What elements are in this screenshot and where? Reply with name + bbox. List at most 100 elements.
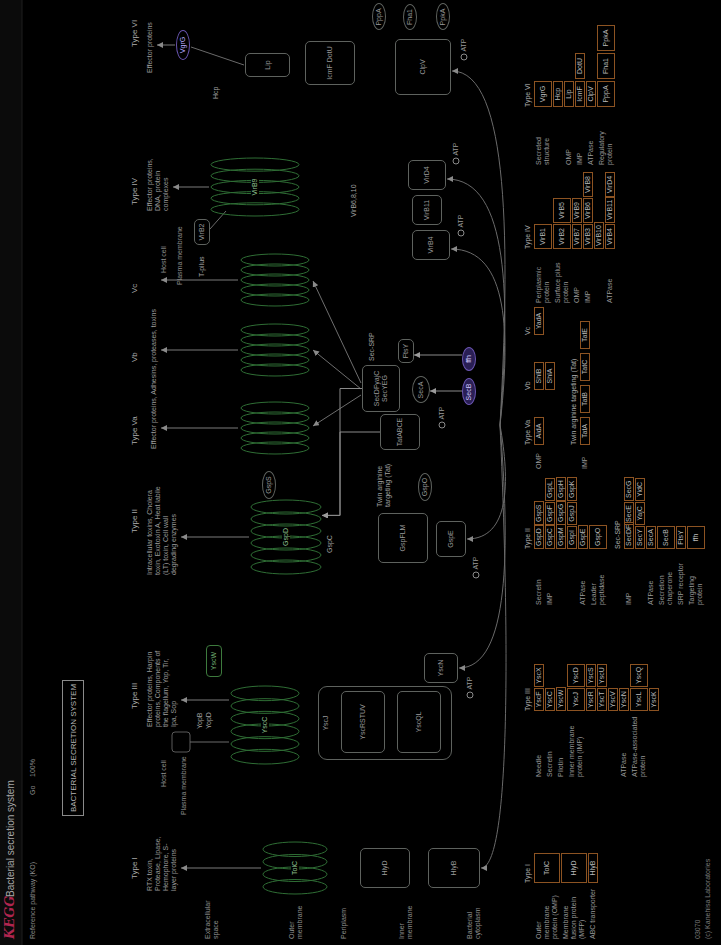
node-text: YscQL [415, 712, 423, 733]
protein-box: HlyD [360, 848, 410, 888]
barrel-strand [251, 500, 321, 514]
protein-box: TatABCE [380, 414, 420, 450]
node-text: HlyB [450, 861, 458, 876]
node-text: GspD [282, 527, 290, 547]
protein-box: HlyB [428, 848, 480, 888]
table-cell: GspE [578, 525, 588, 549]
table-cell: VirD4 [605, 172, 615, 197]
row-label: Leader peptidase [590, 553, 606, 605]
table-cell: TatA [580, 417, 590, 445]
table-cell: PppA [597, 81, 615, 107]
protein-box: YscQL [397, 691, 441, 753]
table-cell: YscJ [567, 688, 585, 711]
effector-text: Effector proteins, DNA, protein complexe… [146, 149, 170, 211]
row-label: OMP [573, 253, 581, 303]
node-text: GspE [447, 530, 455, 548]
table-cell: ClpV [586, 81, 596, 107]
table-cell: FtsY [676, 526, 686, 549]
compound-symbol [450, 157, 462, 165]
table-cell: GspH [556, 477, 566, 501]
table-cell: YscW [556, 687, 566, 711]
membrane-barrel: GspD [250, 501, 322, 573]
table-cell: SecE [624, 502, 634, 525]
title-rule [22, 0, 23, 945]
row-label: IMP [625, 553, 633, 605]
node-text: TolC [291, 860, 299, 876]
effector-text: Effector proteins, Harpin proteins, Comp… [146, 645, 178, 727]
table-cell: YscR [586, 688, 596, 711]
table-cell: VirB4 [605, 224, 615, 249]
table-cell: SecDF [624, 522, 634, 549]
table-heading: Type II [524, 528, 532, 549]
table-cell: GspJ [567, 502, 577, 525]
atp-compound: ATP [464, 675, 476, 699]
targeting-curve [452, 71, 505, 425]
node-text: SecDFyajC [373, 371, 381, 406]
targeting-curve [467, 425, 505, 539]
table-cell: GspC [545, 525, 555, 549]
targeting-curve [451, 249, 505, 425]
table-cell: HlyB [588, 853, 598, 883]
compound-symbol [458, 53, 470, 61]
table-cell: IcmF [575, 81, 585, 107]
node-text: VgrG [179, 37, 187, 53]
export-arrow [161, 350, 238, 351]
table-cell: GspL [545, 478, 555, 501]
node-text: VirB2 [198, 224, 206, 241]
column-heading: Type II [130, 509, 139, 533]
table-cell: Lip [564, 81, 574, 107]
node-text: PppA [375, 8, 383, 25]
table-heading: Vb [524, 381, 532, 390]
effector-text: Effector proteins, Adhesins, proteases, … [150, 299, 158, 449]
table-cell: GspI [567, 526, 577, 549]
edge-connector [430, 391, 462, 392]
part-name: GspC [326, 535, 334, 553]
node-text: BACTERIAL SECRETION SYSTEM [69, 684, 78, 812]
table-heading: Type Va [524, 420, 532, 445]
row-label: OMP [535, 449, 543, 469]
protein-box: IcmF DotU [305, 41, 355, 85]
targeting-curve [447, 179, 505, 425]
needle [190, 742, 229, 743]
effector-text: RTX toxin, Protease, Lipase, Hemophore, … [146, 829, 178, 891]
targeting-curve [481, 425, 506, 868]
node-text: ATP [466, 676, 474, 697]
chaperone-oval: SecB [462, 379, 476, 406]
table-cell: Fha1 [597, 53, 615, 79]
table-cell: SecB [657, 526, 675, 549]
table-cell: GspF [545, 502, 555, 525]
tube-line [191, 47, 244, 65]
table-heading: Type VI [524, 83, 532, 107]
host-label: Plasma membrane [180, 756, 188, 815]
compound-symbol [455, 229, 467, 237]
node-text: GspS [265, 476, 273, 494]
node-text: ClpV [419, 59, 427, 74]
membrane-barrel: TolC [262, 843, 328, 893]
node-text: ATP [438, 406, 446, 427]
row-label: OMP [565, 111, 573, 165]
column-heading: Type IV [130, 178, 139, 205]
compound-symbol [464, 691, 476, 699]
table-cell: ffh [687, 526, 705, 549]
node-text: VirB4 [427, 237, 435, 254]
complex-box: YscRSTUVYscQLYscJ [318, 686, 452, 760]
table-cell: TatC [580, 353, 590, 381]
table-cell: TatB [580, 385, 590, 413]
edge-connector [322, 432, 380, 515]
node-text: VirB9 [251, 178, 259, 197]
table-heading: Type IV [524, 225, 532, 249]
table-cell: TatE [580, 321, 590, 349]
row-label: Membrane fusion protein (MFP) [562, 887, 586, 939]
membrane-barrel: VirB9 [210, 159, 300, 215]
host-label: Host cell [160, 760, 168, 787]
annotation: Twin arginine targeting (Tat) [376, 455, 392, 507]
row-label: IMP [581, 449, 589, 469]
protein-box: SecDFyajCSecYEG [362, 365, 400, 412]
annotation: Sec-SRP [368, 332, 376, 361]
table-cell: SecG [624, 477, 634, 501]
node-text: ffh [465, 355, 473, 363]
table-cell: GspO [589, 525, 607, 549]
compound-circle [439, 422, 445, 428]
title-bar [0, 0, 22, 945]
